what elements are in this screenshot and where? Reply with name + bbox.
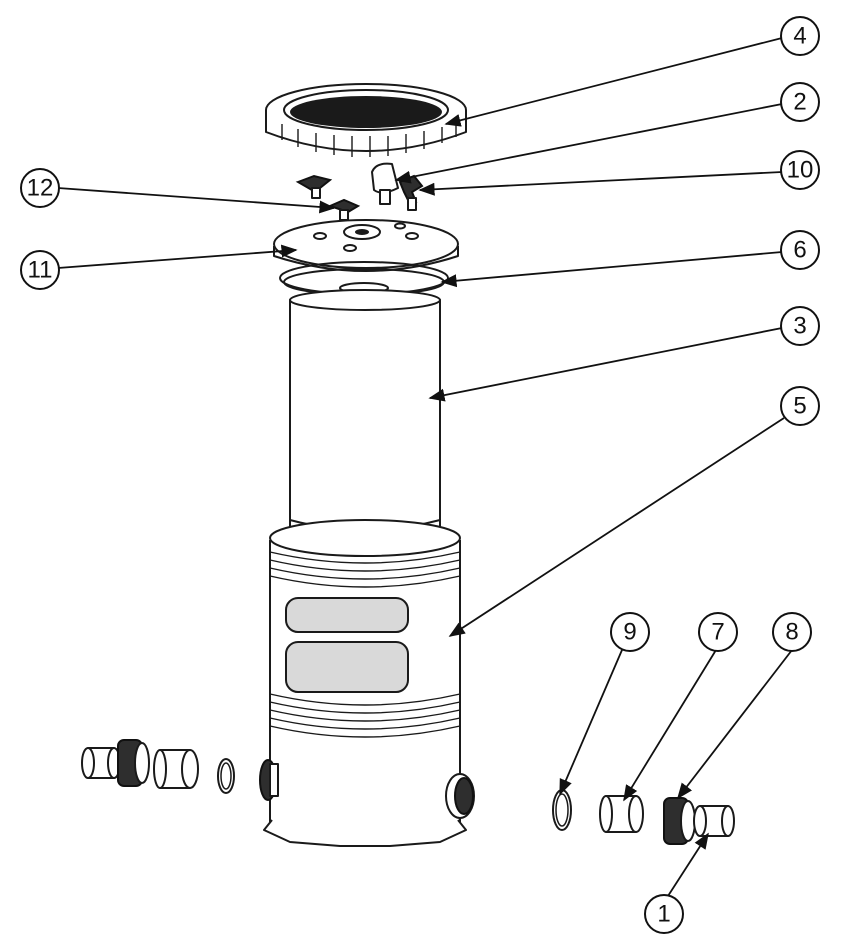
callout-9: 9 bbox=[610, 612, 650, 652]
callout-label: 11 bbox=[28, 257, 53, 284]
knob-part-left bbox=[295, 174, 333, 199]
callout-label: 8 bbox=[785, 619, 798, 646]
callout-1: 1 bbox=[644, 894, 684, 934]
left-union-fittings bbox=[81, 739, 235, 794]
callout-label: 10 bbox=[787, 157, 814, 184]
filter-cartridge-part bbox=[289, 289, 441, 539]
callout-3: 3 bbox=[780, 306, 820, 346]
callout-label: 6 bbox=[793, 237, 806, 264]
callout-5: 5 bbox=[780, 386, 820, 426]
callout-label: 5 bbox=[793, 393, 806, 420]
leader-lines bbox=[57, 37, 793, 897]
callout-2: 2 bbox=[780, 82, 820, 122]
callout-12: 12 bbox=[20, 168, 60, 208]
callout-10: 10 bbox=[780, 150, 820, 190]
callout-label: 1 bbox=[657, 901, 670, 928]
knob-part-10 bbox=[398, 174, 424, 211]
callout-label: 3 bbox=[793, 313, 806, 340]
callout-6: 6 bbox=[780, 230, 820, 270]
callout-label: 12 bbox=[27, 175, 54, 202]
callout-8: 8 bbox=[772, 612, 812, 652]
callout-4: 4 bbox=[780, 16, 820, 56]
valve-part bbox=[371, 162, 399, 205]
tank-lid-part bbox=[273, 219, 459, 272]
callout-7: 7 bbox=[698, 612, 738, 652]
callout-label: 7 bbox=[711, 619, 724, 646]
callout-label: 2 bbox=[793, 89, 806, 116]
right-union-fittings bbox=[552, 789, 735, 845]
lock-ring-part bbox=[265, 83, 467, 157]
callout-label: 4 bbox=[793, 23, 806, 50]
tank-body-part bbox=[259, 519, 475, 847]
knob-part-12 bbox=[327, 198, 361, 221]
callout-label: 9 bbox=[623, 619, 636, 646]
callout-11: 11 bbox=[20, 250, 60, 290]
